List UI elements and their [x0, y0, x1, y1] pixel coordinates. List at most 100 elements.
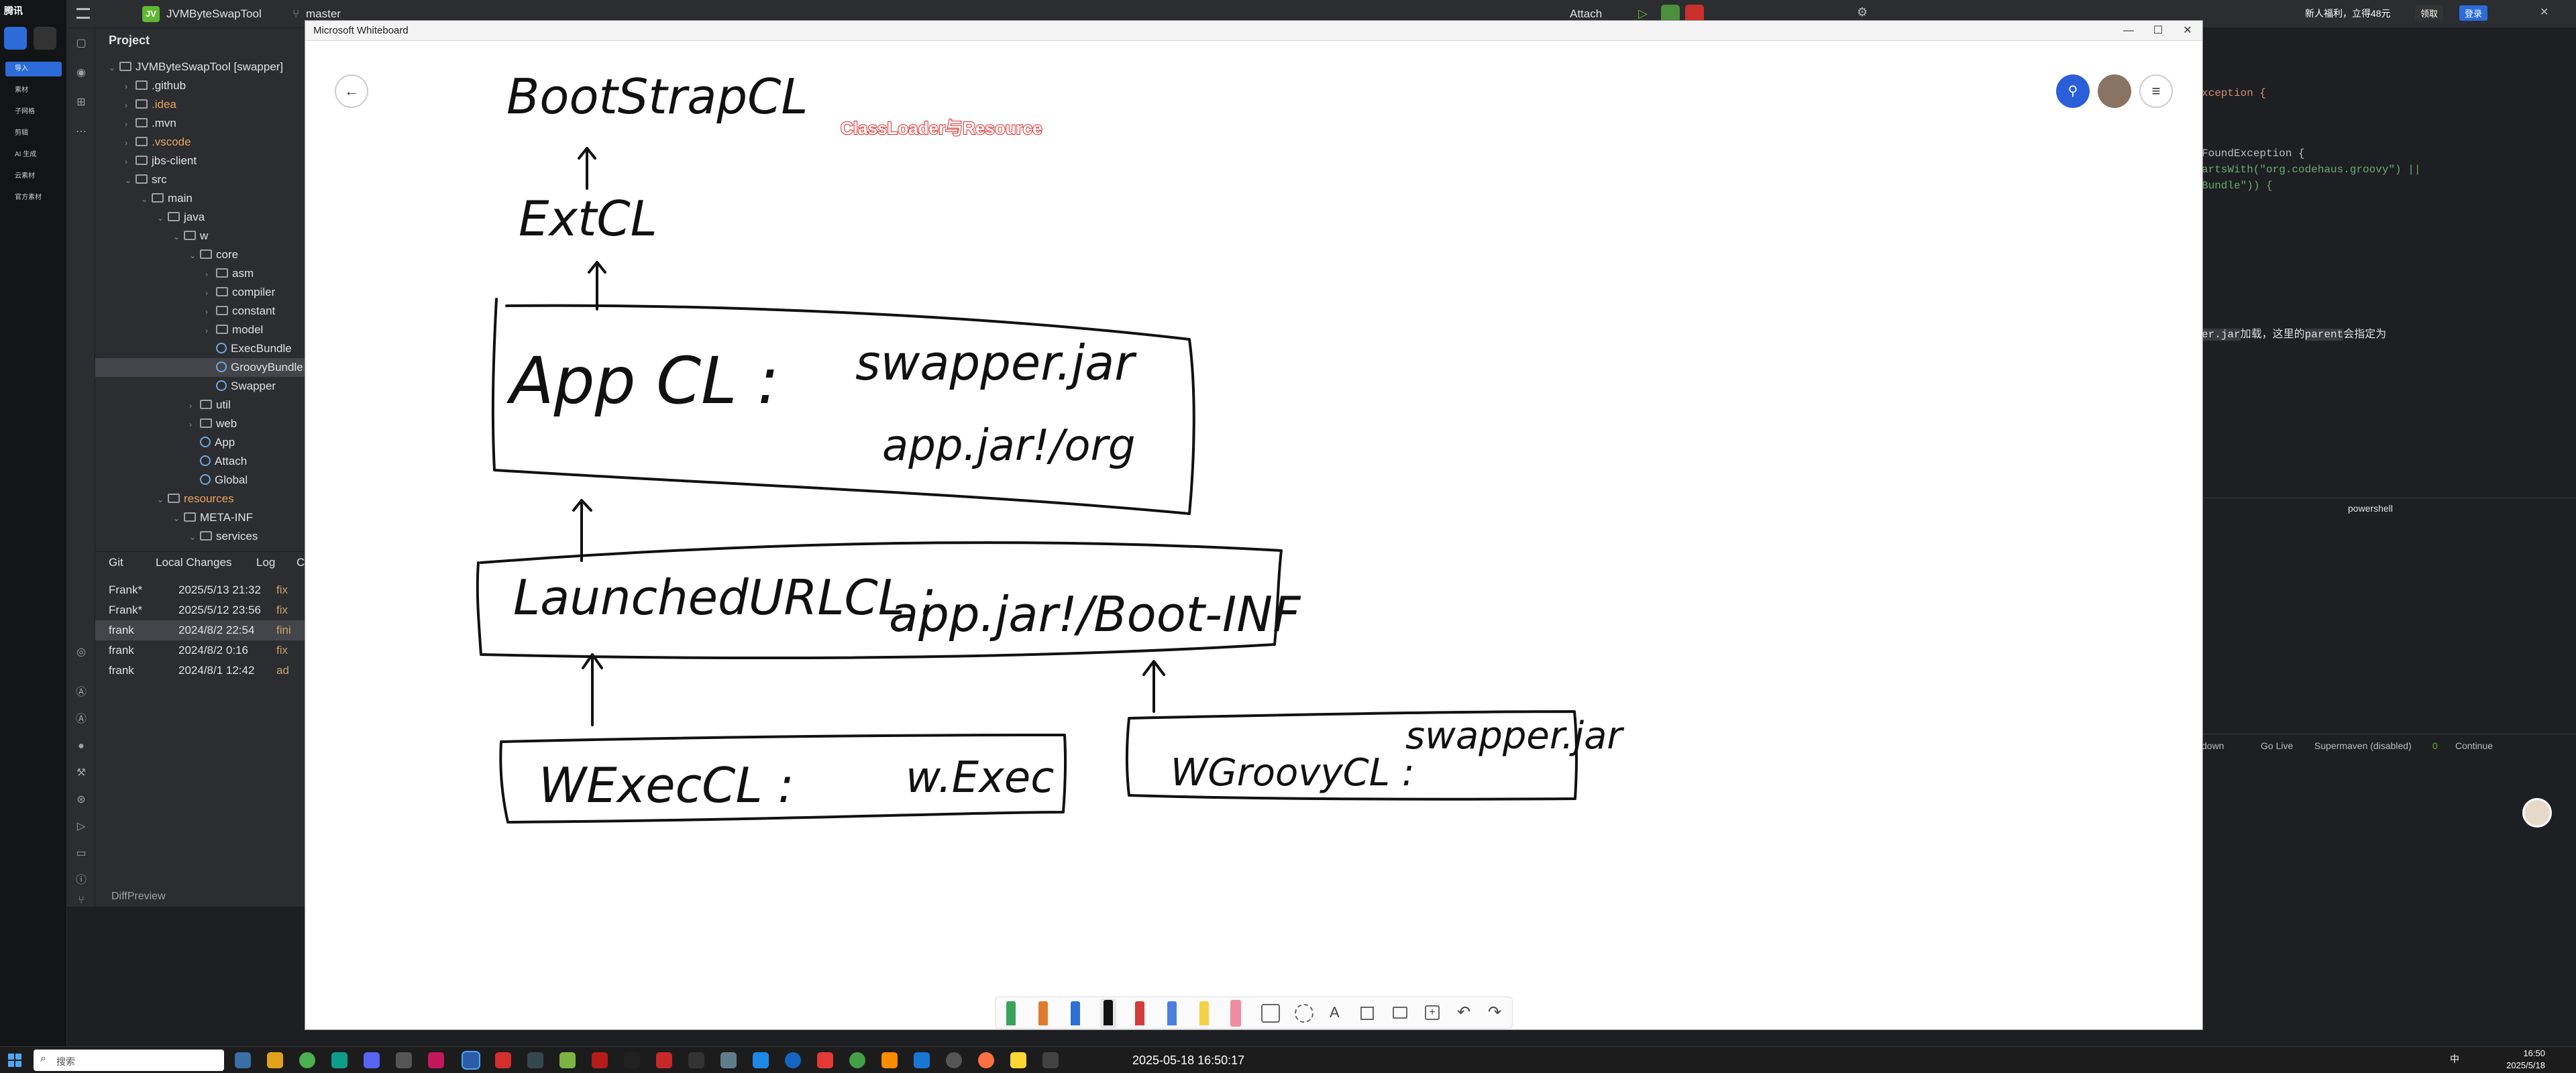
- status-continue[interactable]: Continue: [2455, 740, 2493, 751]
- app-icon-20[interactable]: [881, 1052, 898, 1068]
- chevron-down-icon[interactable]: ⌄: [109, 63, 116, 72]
- wechat-icon[interactable]: [849, 1052, 865, 1068]
- app-icon-13[interactable]: [656, 1052, 672, 1068]
- folder-icon[interactable]: ▢: [76, 38, 87, 49]
- status-count[interactable]: 0: [2432, 740, 2438, 751]
- notice-text[interactable]: 新人福利，立得48元: [2305, 8, 2391, 19]
- file-explorer-icon[interactable]: [267, 1052, 283, 1068]
- github-icon[interactable]: ●: [78, 740, 85, 752]
- run-tool-icon[interactable]: ▷: [76, 821, 86, 832]
- more-icon[interactable]: ⋯: [76, 126, 87, 137]
- tree-item[interactable]: ›.vscode: [95, 133, 305, 152]
- tree-item[interactable]: ⌄java: [95, 208, 305, 227]
- back-button[interactable]: ←: [335, 74, 368, 108]
- tree-item[interactable]: Global: [95, 471, 305, 490]
- tree-item[interactable]: ›jbs-client: [95, 152, 305, 170]
- tree-item[interactable]: ⌄main: [95, 189, 305, 208]
- menu-icon[interactable]: ≡: [2139, 74, 2173, 108]
- start-icon[interactable]: [8, 1054, 21, 1067]
- chevron-right-icon[interactable]: ›: [125, 119, 127, 129]
- vscode-icon[interactable]: [914, 1052, 930, 1068]
- chevron-down-icon[interactable]: ⌄: [125, 176, 132, 185]
- green-pen-icon[interactable]: [1006, 1001, 1016, 1025]
- tool-b-icon[interactable]: Ⓐ: [75, 714, 87, 725]
- chevron-down-icon[interactable]: ⌄: [189, 532, 197, 542]
- chevron-down-icon[interactable]: ⌄: [157, 213, 164, 223]
- chevron-right-icon[interactable]: ›: [205, 307, 208, 317]
- red-pen-icon[interactable]: [1135, 1001, 1144, 1025]
- chevron-down-icon[interactable]: ⌄: [157, 495, 164, 504]
- status-go-live[interactable]: Go Live: [2261, 740, 2294, 751]
- chevron-right-icon[interactable]: ›: [205, 288, 208, 298]
- chevron-down-icon[interactable]: ⌄: [141, 194, 148, 204]
- search-box[interactable]: ⌕ 搜索: [34, 1050, 224, 1071]
- chevron-down-icon[interactable]: ⌄: [189, 251, 197, 260]
- highlighter-icon[interactable]: [1199, 1001, 1209, 1025]
- app-icon-3[interactable]: [331, 1052, 347, 1068]
- terminal-icon[interactable]: ▭: [76, 848, 87, 859]
- leftbar-item-import[interactable]: 导入: [5, 62, 62, 76]
- tree-item[interactable]: ›model: [95, 321, 305, 339]
- chevron-down-icon[interactable]: ⌄: [173, 232, 180, 241]
- tree-item[interactable]: ⌄src: [95, 170, 305, 189]
- tree-item[interactable]: ›.idea: [95, 95, 305, 114]
- tree-item[interactable]: ›constant: [95, 302, 305, 321]
- tree-item[interactable]: ⌄META-INF: [95, 508, 305, 527]
- status-down[interactable]: down: [2202, 740, 2224, 751]
- clock-time[interactable]: 16:50: [2523, 1048, 2545, 1058]
- tree-item[interactable]: ⌄resources: [95, 490, 305, 508]
- tree-item[interactable]: ⌄JVMByteSwapTool [swapper]: [95, 58, 305, 76]
- problems-icon[interactable]: ⓘ: [75, 874, 87, 886]
- close-icon[interactable]: ✕: [2540, 7, 2549, 18]
- explore-icon[interactable]: [34, 27, 56, 50]
- plugin-icon[interactable]: ◎: [76, 646, 86, 658]
- discord-icon[interactable]: [364, 1052, 380, 1068]
- settings-icon[interactable]: ⚙: [1857, 5, 1868, 19]
- tab-log[interactable]: Log: [256, 556, 276, 569]
- chevron-right-icon[interactable]: ›: [125, 157, 127, 166]
- leftbar-item-material[interactable]: 素材: [15, 87, 28, 94]
- capcut-icon[interactable]: [688, 1052, 704, 1068]
- app-icon-11[interactable]: [592, 1052, 608, 1068]
- chevron-down-icon[interactable]: ⌄: [173, 514, 180, 523]
- sticky-note-icon[interactable]: [1360, 1007, 1374, 1020]
- image-icon[interactable]: [1393, 1007, 1407, 1019]
- blue-pen-2-icon[interactable]: [1167, 1001, 1177, 1025]
- tree-item[interactable]: ›.github: [95, 76, 305, 95]
- app-icon-16[interactable]: [753, 1052, 769, 1068]
- branch-name[interactable]: master: [306, 7, 341, 20]
- app-icon-5[interactable]: [396, 1052, 412, 1068]
- app-icon-9[interactable]: [527, 1052, 543, 1068]
- leftbar-item-cloud[interactable]: 云素材: [15, 172, 35, 180]
- notice-claim-button[interactable]: 领取: [2415, 5, 2444, 21]
- user-avatar[interactable]: [2098, 74, 2131, 108]
- whiteboard-task-icon[interactable]: [462, 1051, 480, 1070]
- tree-item[interactable]: GroovyBundle: [95, 358, 305, 377]
- tree-item[interactable]: ⌄core: [95, 245, 305, 264]
- run-config[interactable]: Attach: [1570, 7, 1603, 20]
- orange-pen-icon[interactable]: [1038, 1001, 1048, 1025]
- text-icon[interactable]: A: [1330, 1004, 1340, 1021]
- app-icon-22[interactable]: [946, 1052, 962, 1068]
- tab-console[interactable]: C: [297, 556, 305, 569]
- undo-icon[interactable]: ↶: [1457, 1003, 1471, 1021]
- tab-git[interactable]: Git: [109, 556, 123, 569]
- chevron-right-icon[interactable]: ›: [189, 401, 192, 410]
- app-icon-10[interactable]: [559, 1052, 576, 1068]
- chevron-right-icon[interactable]: ›: [205, 326, 208, 335]
- leftbar-item-grid[interactable]: 子网格: [15, 108, 35, 115]
- chevron-right-icon[interactable]: ›: [125, 138, 127, 148]
- maximize-icon[interactable]: ☐: [2153, 25, 2163, 36]
- app-icon-25[interactable]: [1042, 1052, 1059, 1068]
- project-panel-title[interactable]: Project: [109, 34, 150, 47]
- black-pen-icon[interactable]: [1104, 1000, 1113, 1025]
- insert-icon[interactable]: +: [1425, 1005, 1440, 1020]
- chrome-icon[interactable]: [299, 1052, 315, 1068]
- structure-icon[interactable]: ⊞: [76, 97, 86, 108]
- main-menu-icon[interactable]: [76, 8, 90, 19]
- tree-item[interactable]: ›.mvn: [95, 114, 305, 133]
- app-icon-8[interactable]: [495, 1052, 511, 1068]
- app-icon-24[interactable]: [1010, 1052, 1026, 1068]
